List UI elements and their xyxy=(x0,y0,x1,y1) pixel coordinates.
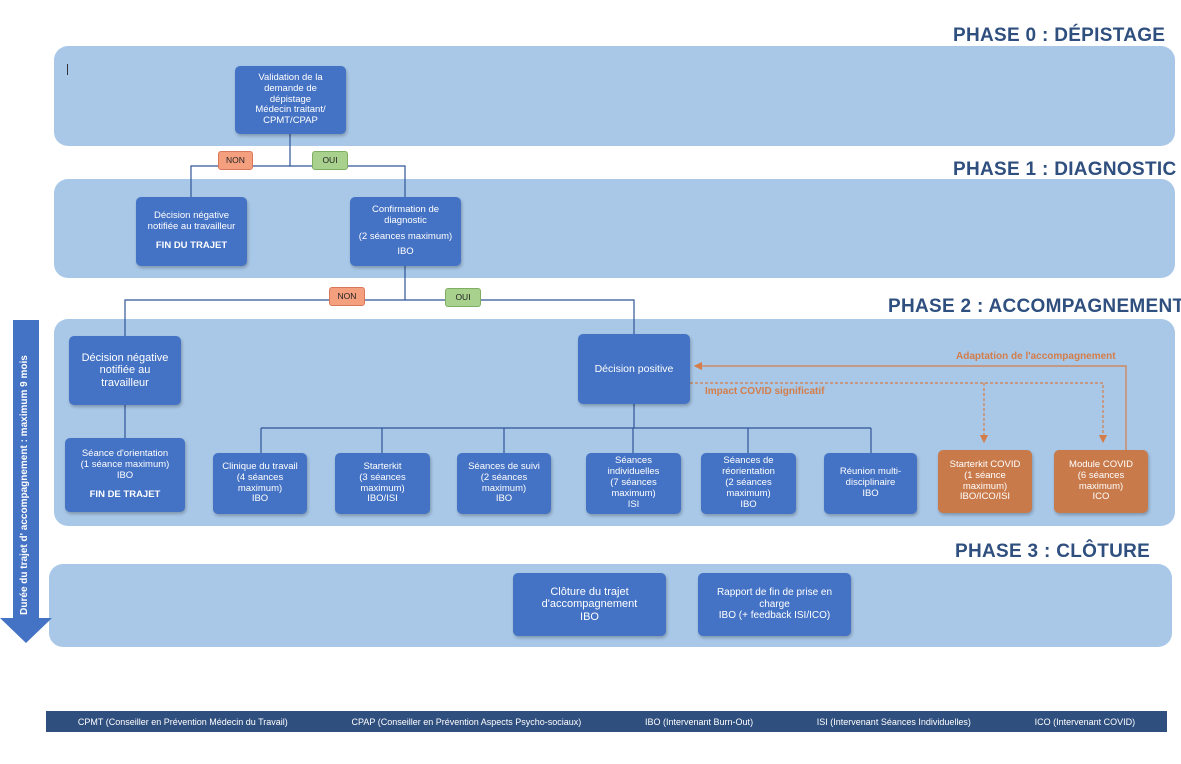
oui-tag-phase2: OUI xyxy=(445,288,481,307)
phase-3-title: PHASE 3 : CLÔTURE xyxy=(955,541,1151,562)
duration-arrow-shape xyxy=(0,320,52,643)
legend-cpap: CPAP (Conseiller en Prévention Aspects P… xyxy=(351,716,582,727)
non-tag-phase2: NON xyxy=(329,287,365,306)
legend-isi: ISI (Intervenant Séances Individuelles) xyxy=(816,716,971,727)
orientation-session-node: Séance d'orientation(1 séance maximum)IB… xyxy=(65,438,185,512)
legend-ico: ICO (Intervenant COVID) xyxy=(1034,716,1136,727)
duration-label: Durée du trajet d' accompagnement : maxi… xyxy=(19,355,30,615)
legend-bar: CPMT (Conseiller en Prévention Médecin d… xyxy=(46,711,1167,732)
phase-2-title: PHASE 2 : ACCOMPAGNEMENT xyxy=(888,296,1181,317)
adaptation-annotation: Adaptation de l'accompagnement xyxy=(956,351,1116,362)
text-cursor xyxy=(67,64,68,75)
non-tag-phase1: NON xyxy=(218,151,253,170)
phase-1-title: PHASE 1 : DIAGNOSTIC xyxy=(953,159,1177,180)
legend-cpmt: CPMT (Conseiller en Prévention Médecin d… xyxy=(77,716,288,727)
positive-decision-node: Décision positive xyxy=(578,334,690,404)
impact-annotation: Impact COVID significatif xyxy=(705,386,825,397)
phase-0-title: PHASE 0 : DÉPISTAGE xyxy=(953,25,1166,46)
legend-ibo: IBO (Intervenant Burn-Out) xyxy=(645,716,754,727)
oui-tag-phase1: OUI xyxy=(312,151,348,170)
